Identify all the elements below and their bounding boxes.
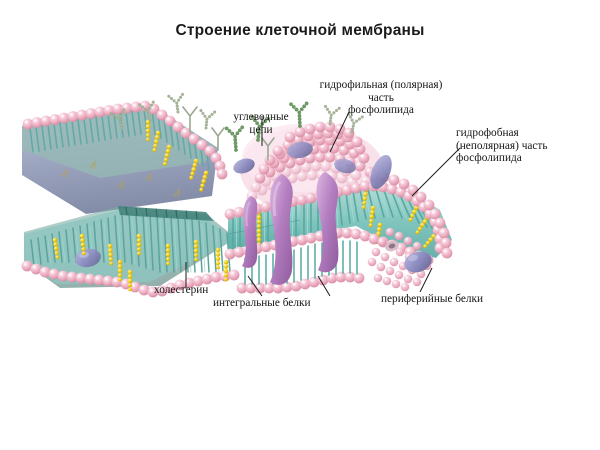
label-hydrophobic-part: гидрофобная (неполярная) часть фосфолипи… [456,127,548,165]
lipid-tail-field-upper-left [29,108,210,171]
page-title: Строение клеточной мембраны [175,22,425,39]
membrane-flap-lower-left [21,206,240,298]
membrane-bilayer-central [224,121,453,294]
lipid-tail-field-lower-left [30,213,231,273]
membrane-flap-upper-left [22,100,228,214]
underside-chains-upper-left [61,159,181,198]
integral-protein-6 [370,154,392,190]
integral-protein-5 [287,141,313,159]
label-carbohydrate-chains: углеводные цепи [233,111,289,136]
integral-protein-3 [316,172,339,273]
membrane-pore [385,240,399,252]
peripheral-protein-left [75,248,101,268]
leader-peripheral [419,267,433,293]
peripheral-protein-right [404,251,432,273]
label-hydrophilic-part: гидрофильная (полярная) часть фосфолипид… [319,79,443,117]
integral-protein-2 [270,174,293,285]
integral-protein-1 [242,196,258,268]
leader-hydrophilic [329,111,350,153]
integral-protein-4 [233,158,255,174]
label-peripheral-proteins: периферийные белки [381,293,484,305]
leader-integral-2 [317,275,331,297]
leader-lines [185,111,461,297]
peripheral-protein-center [334,158,356,174]
leader-integral-1 [247,275,263,297]
label-cholesterol: холестерин [154,284,209,296]
label-integral-proteins: интегральные белки [213,297,311,309]
carbohydrate-chains [108,92,365,161]
leader-hydrophobic [411,147,461,197]
